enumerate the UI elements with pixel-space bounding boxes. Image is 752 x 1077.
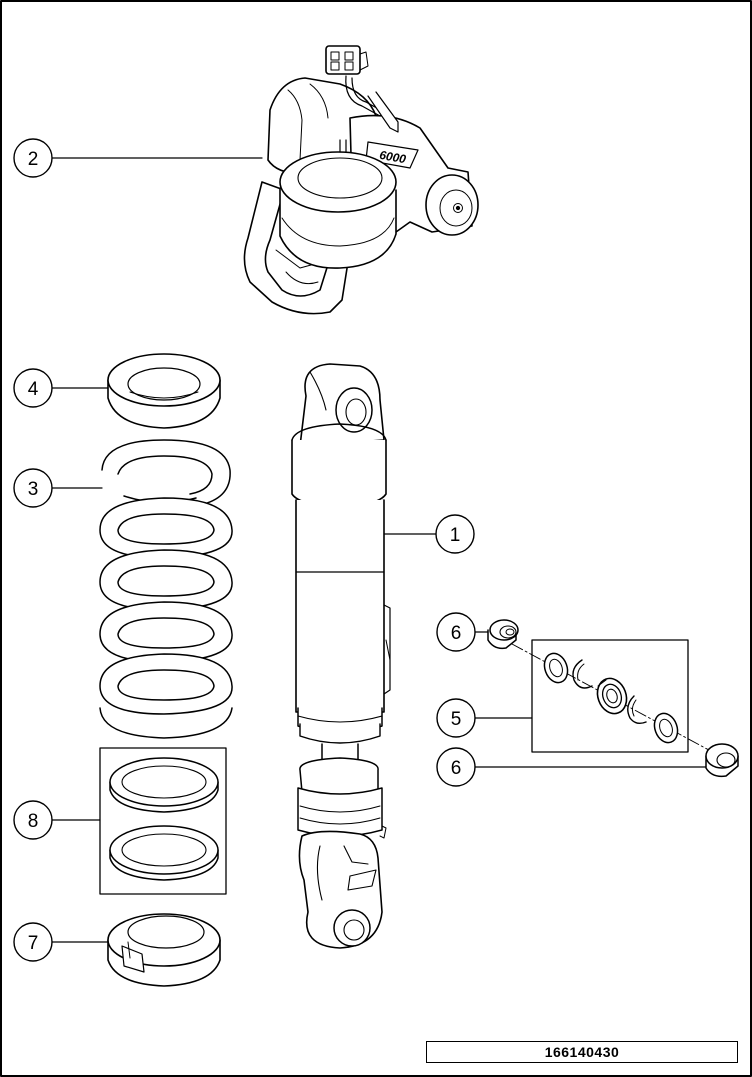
drawing-code: 166140430 (426, 1041, 738, 1063)
callout-8: 8 (13, 800, 53, 840)
bearing-kit-part-5 (511, 639, 721, 757)
callout-2: 2 (13, 138, 53, 178)
dust-seal-part-6-lower (705, 743, 739, 778)
washers-part-8 (99, 747, 227, 895)
spring-retainer-part-4 (107, 353, 221, 429)
callout-3: 3 (13, 468, 53, 508)
preload-adjuster-part-2: 6000 (243, 45, 479, 315)
callout-7: 7 (13, 922, 53, 962)
svg-text:6: 6 (451, 623, 462, 644)
svg-text:1: 1 (450, 525, 461, 546)
callout-6-lower: 6 (436, 747, 476, 787)
reservoir-brand-label: 6000 (378, 148, 407, 166)
svg-text:8: 8 (28, 811, 39, 832)
callout-4: 4 (13, 368, 53, 408)
callout-1: 1 (435, 514, 475, 554)
svg-text:4: 4 (28, 379, 39, 400)
svg-text:3: 3 (28, 479, 39, 500)
shock-absorber-part-1 (291, 363, 391, 949)
svg-text:5: 5 (451, 709, 462, 730)
callout-5: 5 (436, 698, 476, 738)
coil-spring-part-3 (99, 439, 233, 739)
callout-6-upper: 6 (436, 612, 476, 652)
leader-lines (51, 157, 707, 943)
dust-seal-part-6-upper (487, 619, 519, 650)
svg-text:6: 6 (451, 758, 462, 779)
svg-text:2: 2 (28, 149, 39, 170)
split-collar-part-7 (107, 913, 221, 987)
svg-text:7: 7 (28, 933, 39, 954)
